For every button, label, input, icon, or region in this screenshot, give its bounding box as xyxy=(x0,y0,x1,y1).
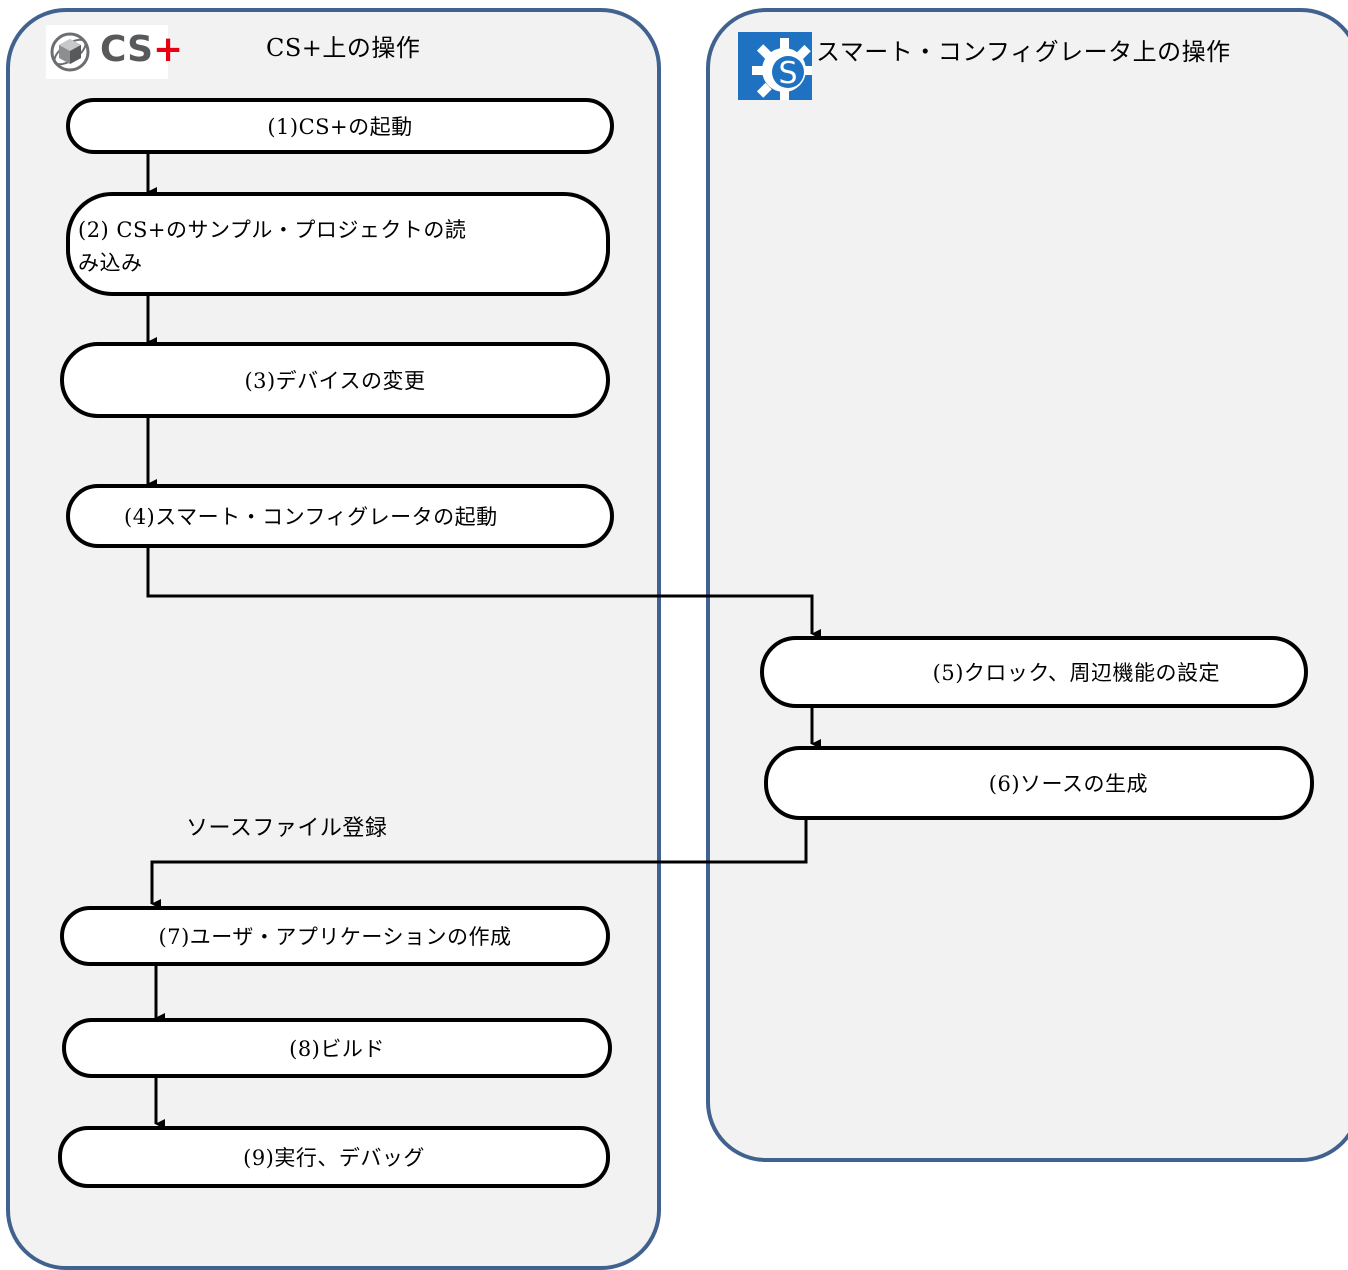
step-7-label: (7)ユーザ・アプリケーションの作成 xyxy=(158,925,512,949)
source-file-registration-label: ソースファイル登録 xyxy=(186,816,388,841)
step-7-create-user-application: (7)ユーザ・アプリケーションの作成 xyxy=(60,906,610,966)
step-4-launch-smart-configurator: (4)スマート・コンフィグレータの起動 xyxy=(66,484,614,548)
step-3-change-device: (3)デバイスの変更 xyxy=(60,342,610,418)
smart-configurator-lane-title: スマート・コンフィグレータ上の操作 xyxy=(816,38,1231,66)
smart-configurator-lane xyxy=(706,8,1348,1162)
arrow-4-5 xyxy=(146,546,821,639)
cs-plus-logo-plus: + xyxy=(153,29,184,70)
step-6-generate-source: (6)ソースの生成 xyxy=(764,746,1314,820)
step-3-label: (3)デバイスの変更 xyxy=(244,369,426,393)
step-9-run-debug: (9)実行、デバッグ xyxy=(58,1126,610,1188)
step-5-clock-peripheral-settings: (5)クロック、周辺機能の設定 xyxy=(760,636,1308,708)
svg-text:S: S xyxy=(778,56,797,91)
arrow-6-7 xyxy=(150,818,808,909)
smart-configurator-logo: S xyxy=(738,32,812,100)
cs-plus-logo: CS+ xyxy=(46,25,183,79)
cube-sphere-icon xyxy=(50,32,90,72)
step-8-label: (8)ビルド xyxy=(289,1037,385,1061)
gear-s-icon: S xyxy=(752,38,812,100)
step-2-load-sample-project: (2) CS+のサンプル・プロジェクトの読 み込み xyxy=(66,192,610,296)
step-2-label-line1: (2) CS+のサンプル・プロジェクトの読 xyxy=(78,218,467,242)
step-9-label: (9)実行、デバッグ xyxy=(243,1146,425,1170)
step-1-label: (1)CS+の起動 xyxy=(267,115,413,139)
step-6-label: (6)ソースの生成 xyxy=(988,772,1148,796)
step-2-label-line2: み込み xyxy=(78,251,143,275)
cs-plus-logo-text: CS+ xyxy=(100,29,184,70)
cs-plus-lane-title: CS+上の操作 xyxy=(266,34,421,62)
step-4-label: (4)スマート・コンフィグレータの起動 xyxy=(124,505,498,529)
step-1-cs-plus-launch: (1)CS+の起動 xyxy=(66,98,614,154)
step-5-label: (5)クロック、周辺機能の設定 xyxy=(932,661,1220,685)
step-2-label: (2) CS+のサンプル・プロジェクトの読 み込み xyxy=(78,214,466,280)
step-8-build: (8)ビルド xyxy=(62,1018,612,1078)
